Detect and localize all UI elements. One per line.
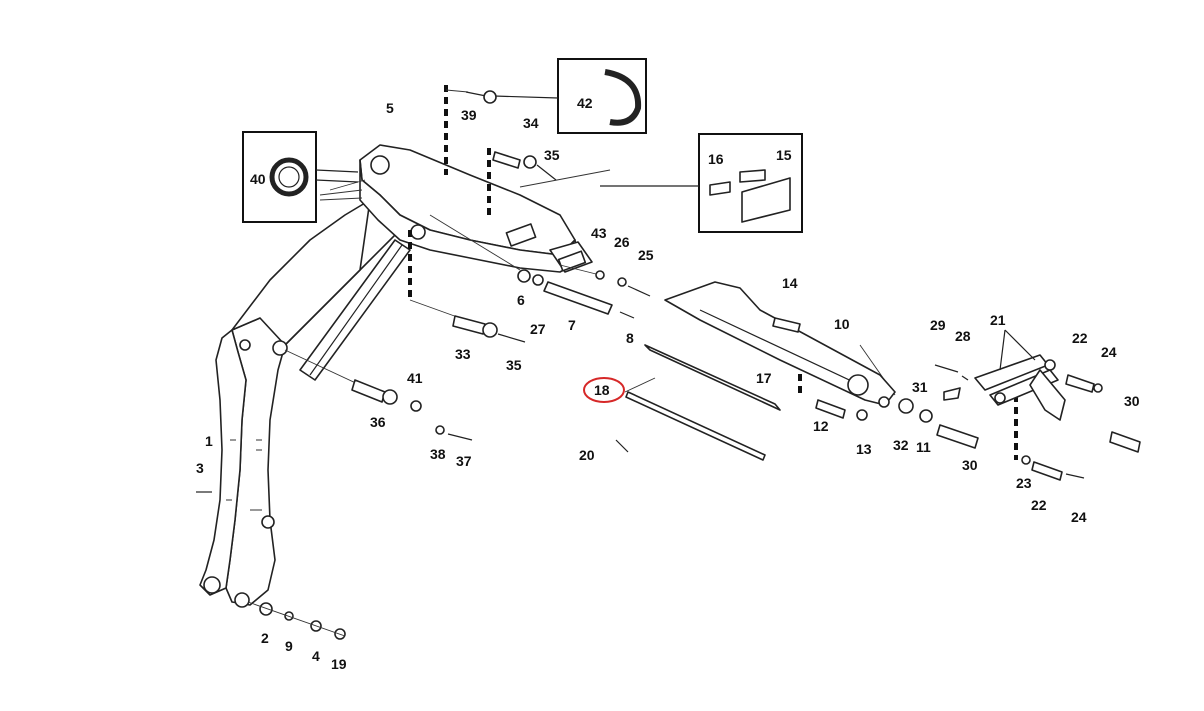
highlight-ring-18 bbox=[583, 377, 625, 403]
arm-plate bbox=[505, 223, 537, 247]
label-part-38: 38 bbox=[430, 446, 446, 462]
label-part-13: 13 bbox=[856, 441, 872, 457]
linkage-21 bbox=[934, 329, 1141, 481]
boom-upper-arm-side bbox=[231, 199, 371, 346]
rods-17-18 bbox=[624, 344, 781, 461]
label-part-7: 7 bbox=[568, 317, 576, 333]
label-part-28: 28 bbox=[955, 328, 971, 344]
label-part-30b: 30 bbox=[1124, 393, 1140, 409]
label-part-10: 10 bbox=[834, 316, 850, 332]
label-part-33: 33 bbox=[455, 346, 471, 362]
label-part-22a: 22 bbox=[1072, 330, 1088, 346]
label-part-3: 3 bbox=[196, 460, 204, 476]
label-part-22b: 22 bbox=[1031, 497, 1047, 513]
label-part-12: 12 bbox=[813, 418, 829, 434]
label-part-4: 4 bbox=[312, 648, 320, 664]
boom-foot-hole bbox=[234, 592, 250, 608]
label-part-21: 21 bbox=[990, 312, 1006, 328]
detail-box-40 bbox=[242, 131, 359, 223]
rod-17 bbox=[644, 344, 781, 411]
label-part-43: 43 bbox=[591, 225, 607, 241]
boom-pin-hole bbox=[272, 340, 288, 356]
dipper-arm bbox=[359, 144, 593, 273]
label-part-20: 20 bbox=[579, 447, 595, 463]
boom-lug bbox=[261, 515, 275, 529]
label-part-8: 8 bbox=[626, 330, 634, 346]
label-part-31: 31 bbox=[912, 379, 928, 395]
label-part-27: 27 bbox=[530, 321, 546, 337]
label-part-19: 19 bbox=[331, 656, 347, 672]
connection-lines bbox=[284, 85, 1018, 460]
label-part-26: 26 bbox=[614, 234, 630, 250]
label-part-24a: 24 bbox=[1101, 344, 1117, 360]
label-part-35b: 35 bbox=[506, 357, 522, 373]
rod-18 bbox=[625, 391, 766, 461]
boom-pin-hole bbox=[239, 339, 251, 351]
label-part-23: 23 bbox=[1016, 475, 1032, 491]
label-part-25: 25 bbox=[638, 247, 654, 263]
label-part-9: 9 bbox=[285, 638, 293, 654]
label-part-37: 37 bbox=[456, 453, 472, 469]
arm-pivot bbox=[410, 224, 426, 240]
part-labels: 1 2 3 4 5 6 7 8 9 10 11 12 13 14 15 16 1… bbox=[196, 95, 1140, 672]
detail-box-15-16 bbox=[600, 133, 803, 233]
boom-foot-hole bbox=[203, 576, 221, 594]
label-part-41: 41 bbox=[407, 370, 423, 386]
label-part-30a: 30 bbox=[962, 457, 978, 473]
boom-cylinder bbox=[299, 239, 411, 381]
label-part-34: 34 bbox=[523, 115, 539, 131]
detail-box-42 bbox=[493, 58, 647, 134]
arm-pivot bbox=[370, 155, 390, 175]
label-part-39: 39 bbox=[461, 107, 477, 123]
bucket-cylinder-assembly bbox=[664, 281, 979, 449]
label-part-6: 6 bbox=[517, 292, 525, 308]
label-part-15: 15 bbox=[776, 147, 792, 163]
label-part-29: 29 bbox=[930, 317, 946, 333]
label-part-14: 14 bbox=[782, 275, 798, 291]
label-part-17: 17 bbox=[756, 370, 772, 386]
label-part-42: 42 bbox=[577, 95, 593, 111]
label-part-1: 1 bbox=[205, 433, 213, 449]
label-part-35a: 35 bbox=[544, 147, 560, 163]
label-part-5: 5 bbox=[386, 100, 394, 116]
hardware-parts bbox=[196, 90, 651, 640]
label-part-2: 2 bbox=[261, 630, 269, 646]
label-part-32: 32 bbox=[893, 437, 909, 453]
label-part-24b: 24 bbox=[1071, 509, 1087, 525]
label-part-36: 36 bbox=[370, 414, 386, 430]
label-part-11: 11 bbox=[916, 439, 931, 455]
label-part-16: 16 bbox=[708, 151, 724, 167]
label-part-40: 40 bbox=[250, 171, 266, 187]
label-part-18: 18 bbox=[594, 382, 610, 398]
